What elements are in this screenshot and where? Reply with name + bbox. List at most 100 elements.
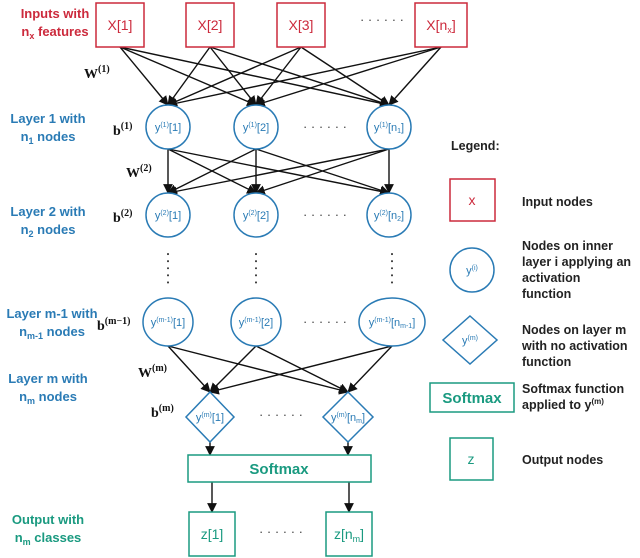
arrow-input-2-to-layer1-1 xyxy=(167,46,211,106)
svg-text:Layer m with: Layer m with xyxy=(8,371,88,386)
layer1-ellipsis: · · · · · · xyxy=(303,119,347,134)
svg-text:y(1)[n1]: y(1)[n1] xyxy=(374,122,404,135)
svg-text:y(m)[1]: y(m)[1] xyxy=(196,412,224,424)
legend-lastlayer-text-3: function xyxy=(522,355,571,369)
layer2-ellipsis: · · · · · · xyxy=(303,207,347,222)
arrow-input-4-to-layer1-2 xyxy=(255,46,442,108)
layer1-node-2: y(1)[2] xyxy=(233,104,279,150)
legend-softmax-text-1: Softmax function xyxy=(522,382,624,396)
arrow-layer1-3-to-layer2-2 xyxy=(255,148,390,195)
arrow-input-3-to-layer1-2 xyxy=(255,46,302,106)
arrow-input-3-to-layer1-3 xyxy=(300,46,390,106)
svg-text:Layer 1 with: Layer 1 with xyxy=(10,111,85,126)
arrow-layer-m-1-1-to-layer-m-2 xyxy=(167,345,349,395)
svg-text:x: x xyxy=(469,192,476,208)
svg-text:z[nm]: z[nm] xyxy=(334,526,364,544)
legend-lastlayer-text-2: with no activation xyxy=(521,339,628,353)
output-ellipsis: · · · · · · xyxy=(259,524,303,539)
row-label-input: Inputs with nx features xyxy=(21,6,90,41)
svg-text:nm classes: nm classes xyxy=(15,530,82,547)
legend-output-symbol: z xyxy=(449,437,494,481)
row-label-layer-m: Layer m with nm nodes xyxy=(8,371,88,406)
svg-text:X[nx]: X[nx] xyxy=(426,17,455,35)
layer-m-node-n: y(m)[nm] xyxy=(321,390,375,444)
svg-text:y(2)[n2]: y(2)[n2] xyxy=(374,210,404,223)
input-ellipsis: · · · · · · xyxy=(360,12,404,27)
arrow-input-1-to-layer1-1 xyxy=(119,46,169,106)
svg-text:y(1)[2]: y(1)[2] xyxy=(243,122,269,134)
vertical-continuation-dots xyxy=(167,253,393,289)
legend-softmax-symbol: Softmax xyxy=(429,382,515,413)
bias-label-bm-1: b(m−1) xyxy=(97,316,131,334)
svg-text:Layer 2 with: Layer 2 with xyxy=(10,204,85,219)
svg-text:Output with: Output with xyxy=(12,512,84,527)
arrow-layer-m-1-3-to-layer-m-2 xyxy=(347,345,393,393)
row-label-layer2: Layer 2 with n2 nodes xyxy=(10,204,85,239)
layer-m-1-ellipsis: · · · · · · xyxy=(303,314,347,329)
output-node-n: z[nm] xyxy=(325,511,373,557)
svg-text:y(m)[nm]: y(m)[nm] xyxy=(331,412,365,425)
arrow-input-3-to-layer1-1 xyxy=(167,46,302,106)
svg-text:y(m-1)[1]: y(m-1)[1] xyxy=(151,317,185,329)
svg-text:z[1]: z[1] xyxy=(201,526,224,542)
layer-m-1-node-1: y(m-1)[1] xyxy=(142,297,194,347)
svg-text:y(2)[2]: y(2)[2] xyxy=(243,210,269,222)
input-node-1: X[1] xyxy=(95,2,145,48)
svg-text:y(m-1)[nm-1]: y(m-1)[nm-1] xyxy=(369,317,416,330)
svg-text:y(m): y(m) xyxy=(462,335,478,347)
input-node-n: X[nx] xyxy=(414,2,468,48)
input-node-3: X[3] xyxy=(276,2,326,48)
svg-text:y(1)[1]: y(1)[1] xyxy=(155,122,181,134)
legend-inner-text-4: function xyxy=(522,287,571,301)
arrow-layer-m-1-1-to-layer-m-1 xyxy=(167,345,211,393)
arrow-layer1-3-to-layer2-1 xyxy=(167,148,390,197)
svg-text:X[2]: X[2] xyxy=(198,17,223,33)
legend-input-symbol: x xyxy=(449,178,496,222)
legend-inner-text-1: Nodes on inner xyxy=(522,239,613,253)
layer2-node-1: y(2)[1] xyxy=(145,192,191,238)
arrow-layer-m-1-3-to-layer-m-1 xyxy=(209,345,393,395)
legend-softmax-text-2: applied to y(m) xyxy=(522,397,604,412)
svg-text:Softmax: Softmax xyxy=(249,461,309,478)
layer-m-node-1: y(m)[1] xyxy=(184,390,236,444)
arrow-input-4-to-layer1-3 xyxy=(388,46,442,106)
svg-text:y(m-1)[2]: y(m-1)[2] xyxy=(239,317,273,329)
svg-text:Layer m-1 with: Layer m-1 with xyxy=(6,306,97,321)
legend: Legend: x Input nodes y(i) Nodes on inne… xyxy=(429,139,631,481)
svg-text:nx features: nx features xyxy=(21,24,88,41)
bias-label-bm: b(m) xyxy=(151,403,174,421)
svg-text:X[1]: X[1] xyxy=(108,17,133,33)
svg-text:nm nodes: nm nodes xyxy=(19,389,77,406)
layer2-node-2: y(2)[2] xyxy=(233,192,279,238)
row-label-input-line1: Inputs with xyxy=(21,6,90,21)
input-node-2: X[2] xyxy=(185,2,235,48)
arrow-layer1-2-to-layer2-1 xyxy=(167,148,257,194)
row-label-output: Output with nm classes xyxy=(12,512,84,547)
arrow-input-2-to-layer1-3 xyxy=(209,46,390,107)
legend-output-text: Output nodes xyxy=(522,453,603,467)
output-node-1: z[1] xyxy=(188,511,236,557)
svg-text:z: z xyxy=(468,451,475,467)
svg-text:X[3]: X[3] xyxy=(289,17,314,33)
connection-arrows xyxy=(119,46,442,513)
legend-inner-symbol: y(i) xyxy=(449,247,495,293)
svg-text:Softmax: Softmax xyxy=(442,390,502,407)
weight-label-w1: W(1) xyxy=(84,64,110,82)
arrow-input-4-to-layer1-1 xyxy=(167,46,442,108)
layer-m-1-node-2: y(m-1)[2] xyxy=(230,297,282,347)
svg-text:n2 nodes: n2 nodes xyxy=(21,222,76,239)
arrow-input-1-to-layer1-2 xyxy=(119,46,257,107)
layer1-node-1: y(1)[1] xyxy=(145,104,191,150)
row-label-layer1: Layer 1 with n1 nodes xyxy=(10,111,85,146)
legend-lastlayer-symbol: y(m) xyxy=(441,314,499,366)
softmax-block: Softmax xyxy=(187,454,372,483)
layer-m-ellipsis: · · · · · · xyxy=(259,407,303,422)
weight-label-w2: W(2) xyxy=(126,163,152,181)
arrow-layer-m-1-2-to-layer-m-1 xyxy=(209,345,257,393)
bias-label-b1: b(1) xyxy=(113,121,132,139)
bias-label-b2: b(2) xyxy=(113,208,132,226)
legend-lastlayer-text-1: Nodes on layer m xyxy=(522,323,626,337)
svg-text:nm-1 nodes: nm-1 nodes xyxy=(19,324,85,341)
weight-label-wm: W(m) xyxy=(138,363,167,381)
legend-input-text: Input nodes xyxy=(522,195,593,209)
